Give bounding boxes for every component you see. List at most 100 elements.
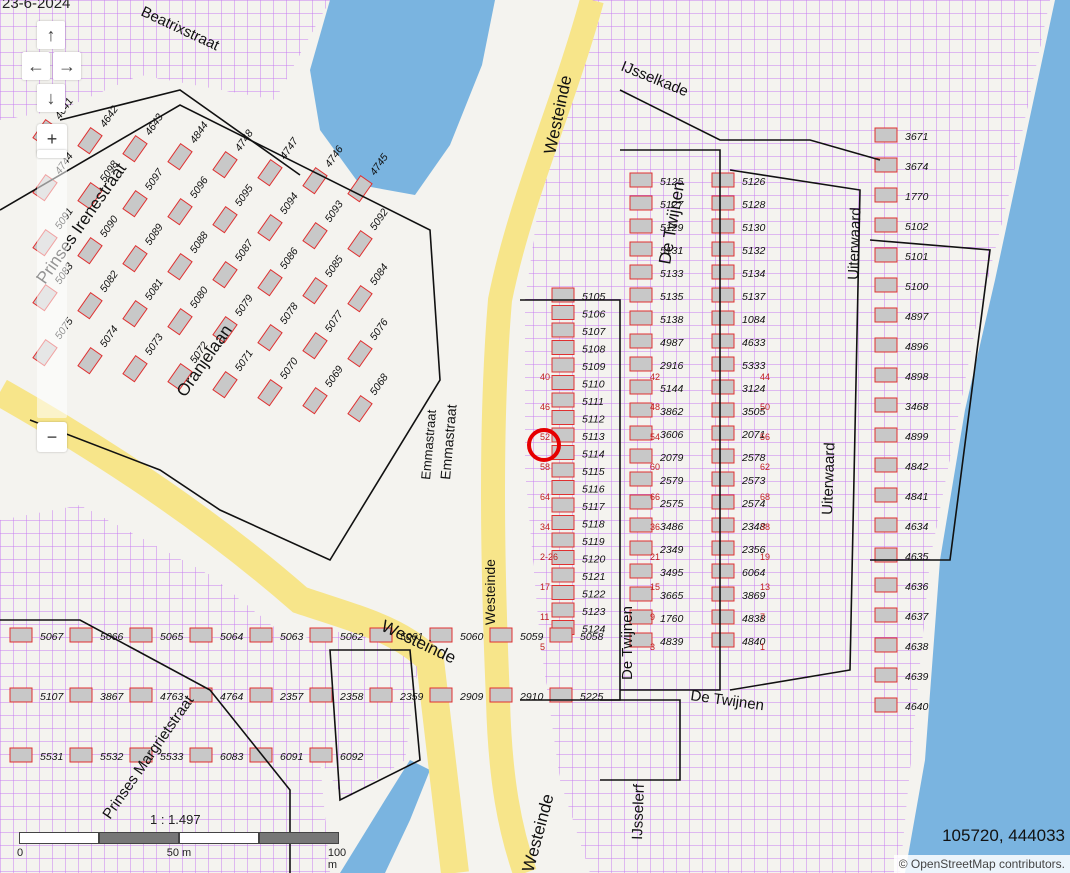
- building-footprint: [69, 627, 93, 643]
- parcel-label: 2573: [741, 475, 766, 487]
- building-footprint: [629, 563, 653, 579]
- building-footprint: [189, 687, 213, 703]
- building-footprint: [549, 627, 573, 643]
- parcel-label: 5128: [742, 199, 766, 211]
- parcel-label: 4640: [905, 701, 929, 713]
- parcel-label: 5117: [582, 501, 606, 513]
- building-footprint: [189, 747, 213, 763]
- building-footprint: [551, 287, 575, 303]
- zoom-in-button[interactable]: +: [37, 124, 67, 154]
- building-footprint: [711, 333, 735, 349]
- building-footprint: [429, 627, 453, 643]
- map-attribution[interactable]: © OpenStreetMap contributors.: [893, 855, 1070, 873]
- building-footprint: [167, 307, 193, 336]
- building-footprint: [257, 158, 283, 187]
- building-footprint: [874, 577, 898, 593]
- building-footprint: [874, 337, 898, 353]
- parcel-label: 3495: [660, 567, 684, 579]
- parcel-label: 5062: [340, 631, 364, 643]
- parcel-label: 4840: [742, 636, 766, 648]
- building-footprint: [629, 586, 653, 602]
- parcel-label: 3468: [905, 401, 929, 413]
- building-footprint: [249, 627, 273, 643]
- parcel-label: 5121: [582, 571, 605, 583]
- house-number-label: 68: [760, 492, 770, 502]
- building-footprint: [874, 157, 898, 173]
- zoom-slider-handle[interactable]: [37, 150, 67, 158]
- coordinate-readout: 105720, 444033: [942, 826, 1065, 845]
- building-footprint: [347, 284, 373, 313]
- parcel-label: 4896: [905, 341, 929, 353]
- parcel-label: 5101: [905, 251, 928, 263]
- house-number-label: 66: [650, 492, 660, 502]
- parcel-label: 1770: [905, 191, 929, 203]
- house-number-label: 19: [760, 552, 770, 562]
- house-number-label: 3: [650, 642, 655, 652]
- building-footprint: [711, 494, 735, 510]
- parcel-label: 5107: [582, 326, 607, 338]
- parcel-label: 2578: [741, 452, 766, 464]
- building-footprint: [302, 331, 328, 360]
- parcel-label: 2359: [399, 691, 424, 703]
- parcel-label: 4898: [905, 371, 929, 383]
- parcel-label: 4764: [220, 691, 244, 703]
- building-footprint: [257, 378, 283, 407]
- building-footprint: [429, 687, 453, 703]
- house-number-label: 7: [760, 612, 765, 622]
- building-footprint: [369, 687, 393, 703]
- building-footprint: [69, 747, 93, 763]
- location-marker[interactable]: [527, 428, 561, 462]
- parcel-label: 4639: [905, 671, 929, 683]
- building-footprint: [302, 276, 328, 305]
- building-footprint: [77, 346, 103, 375]
- building-footprint: [874, 487, 898, 503]
- building-footprint: [302, 166, 328, 195]
- parcel-label: 2357: [279, 691, 305, 703]
- parcel-label: 2574: [741, 498, 766, 510]
- house-number-label: 2-26: [540, 552, 558, 562]
- parcel-label: 5066: [100, 631, 124, 643]
- building-footprint: [122, 189, 148, 218]
- house-number-label: 21: [650, 552, 660, 562]
- house-number-label: 46: [540, 402, 550, 412]
- building-footprint: [129, 747, 153, 763]
- building-footprint: [122, 354, 148, 383]
- zoom-slider-track[interactable]: [37, 156, 67, 418]
- zone-west-top: [0, 0, 330, 120]
- building-footprint: [77, 236, 103, 265]
- parcel-label: 4839: [660, 636, 684, 648]
- water-bodies: [310, 0, 1070, 873]
- building-footprint: [551, 305, 575, 320]
- building-footprint: [77, 291, 103, 320]
- pan-left-button[interactable]: ←: [22, 52, 50, 80]
- building-footprint: [874, 547, 898, 563]
- building-footprint: [874, 367, 898, 383]
- building-footprint: [551, 497, 575, 513]
- building-footprint: [874, 697, 898, 713]
- building-footprint: [9, 627, 33, 643]
- parcel-label: 5112: [582, 414, 605, 426]
- parcel-label: 5059: [520, 631, 544, 643]
- parcel-label: 5133: [660, 268, 684, 280]
- zoom-out-button[interactable]: −: [37, 422, 67, 452]
- parcel-label: 5130: [742, 222, 766, 234]
- building-footprint: [369, 627, 393, 643]
- building-footprint: [874, 127, 898, 143]
- street-label: Westeinde: [482, 559, 498, 625]
- building-footprint: [249, 687, 273, 703]
- parcel-label: 3869: [742, 590, 766, 602]
- building-footprint: [551, 375, 575, 390]
- building-footprint: [711, 540, 735, 556]
- pan-right-button[interactable]: →: [53, 52, 81, 80]
- zone-east-core: [525, 0, 1050, 873]
- street-label: De Twijnen: [619, 606, 636, 680]
- parcel-label: 5144: [660, 383, 684, 395]
- building-footprint: [551, 410, 575, 425]
- pan-down-button[interactable]: ↓: [37, 84, 65, 112]
- building-footprint: [167, 197, 193, 226]
- parcel-label: 3124: [742, 383, 766, 395]
- road-westeinde: [481, 0, 604, 873]
- pan-up-button[interactable]: ↑: [37, 21, 65, 49]
- parcel-label: 2910: [519, 691, 544, 703]
